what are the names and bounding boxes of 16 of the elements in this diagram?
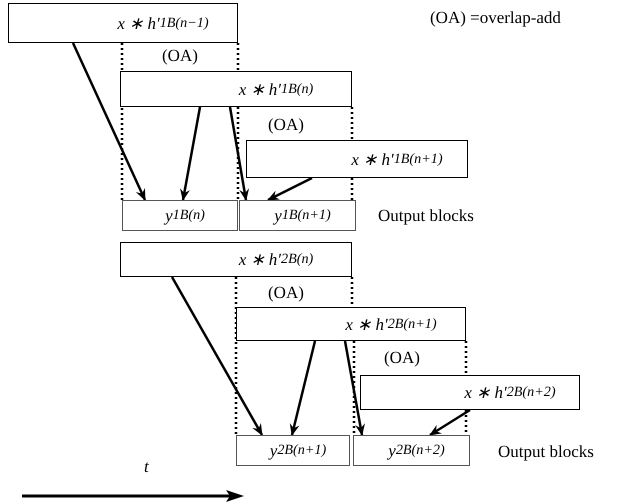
arrow (228, 106, 250, 201)
overlap-add-label: (OA) (162, 46, 198, 66)
time-label: t (144, 457, 149, 477)
arrow (429, 408, 471, 436)
output-blocks-label: Output blocks (378, 206, 474, 226)
overlap-add-label: (OA) (268, 115, 304, 135)
overlap-add-label: (OA) (268, 283, 304, 303)
overlap-add-label: (OA) (384, 348, 420, 368)
arrow (344, 340, 365, 436)
arrow (170, 276, 264, 436)
note-text: (OA) =overlap-add (430, 8, 561, 28)
output-blocks-label: Output blocks (498, 442, 594, 462)
arrow (267, 176, 313, 202)
arrow (72, 42, 146, 201)
arrow (180, 106, 202, 201)
arrow (290, 340, 316, 436)
